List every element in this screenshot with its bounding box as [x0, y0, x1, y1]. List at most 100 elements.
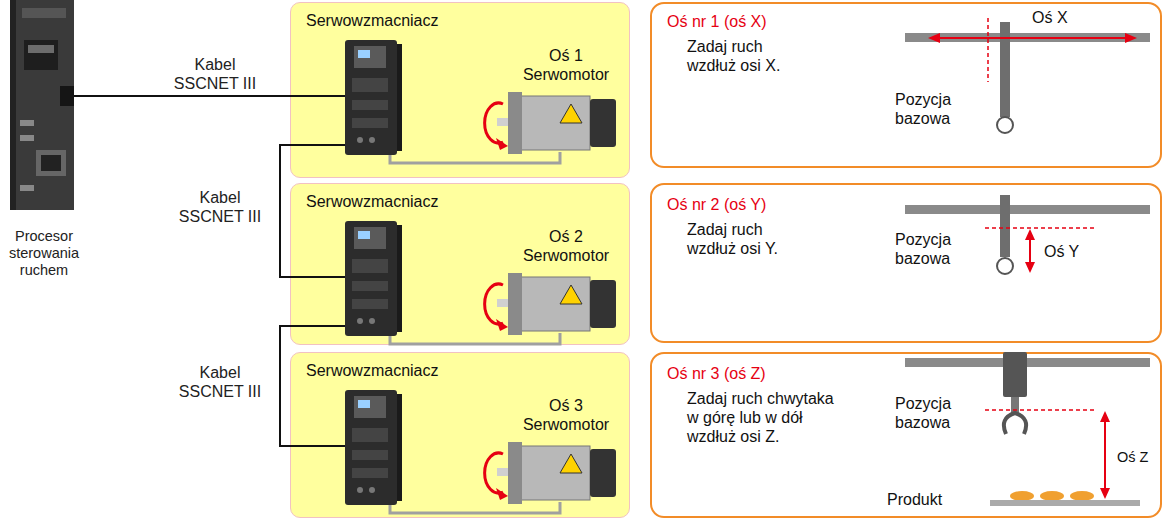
illustration-shape	[60, 86, 74, 106]
base-position-label-wrap: Pozycja bazowa	[895, 90, 980, 128]
product-label: Produkt	[887, 490, 977, 509]
illustration-shape	[935, 37, 1130, 39]
illustration-shape	[485, 273, 616, 335]
controller-label: Procesor sterowania ruchem	[0, 228, 88, 279]
axis-name-wrap: Oś Z	[1117, 449, 1162, 466]
illustration-shape	[1104, 418, 1106, 492]
illustration-shape	[985, 409, 1095, 411]
illustration-shape	[905, 205, 1150, 214]
illustration-shape	[997, 117, 1013, 133]
y-axis-sketch	[905, 195, 1150, 274]
axis-name-wrap: Oś X	[1032, 8, 1092, 27]
illustration-shape	[1011, 397, 1019, 413]
illustration-shape	[20, 120, 34, 126]
cable-label: Kabel SSCNET III	[165, 55, 265, 93]
illustration-shape	[1040, 491, 1064, 501]
cable-label-wrap: Kabel SSCNET III	[170, 363, 270, 401]
illustration-shape	[345, 221, 560, 344]
cable-label-wrap: Kabel SSCNET III	[165, 55, 265, 93]
illustration-shape	[1125, 33, 1137, 43]
controller-module	[10, 0, 88, 210]
x-axis-sketch	[905, 18, 1150, 133]
axis-task: Zadaj ruch chwytaka w górę lub w dół wzd…	[687, 389, 847, 446]
illustration-shape	[345, 390, 560, 513]
axis-heading-wrap: Oś nr 3 (oś Z)	[667, 364, 867, 383]
illustration-shape	[1100, 488, 1110, 499]
illustration-shape	[1029, 236, 1031, 266]
axis-panel: Oś nr 3 (oś Z) Zadaj ruch chwytaka w górę…	[650, 352, 1162, 518]
servo-set-2	[290, 221, 616, 344]
box-title-wrap: Serwowzmacniacz	[306, 192, 466, 211]
illustration-shape	[1100, 411, 1110, 422]
motor-label-wrap: Oś 3 Serwomotor	[516, 396, 616, 434]
illustration-shape	[1025, 262, 1035, 273]
illustration-shape	[990, 500, 1140, 506]
base-position-label: Pozycja bazowa	[895, 90, 980, 128]
illustration-shape	[28, 45, 54, 53]
box-title: Serwowzmacniacz	[306, 192, 466, 211]
z-axis-sketch	[905, 352, 1150, 506]
box-title-wrap: Serwowzmacniacz	[306, 361, 466, 380]
axis-heading-wrap: Oś nr 1 (oś X)	[667, 12, 867, 31]
controller-label-wrap: Procesor sterowania ruchem	[0, 228, 88, 279]
sscnet-cable	[280, 326, 290, 446]
axis-heading: Oś nr 1 (oś X)	[667, 12, 867, 31]
illustration-shape	[485, 92, 616, 154]
axis-name-wrap: Oś Y	[1044, 242, 1104, 261]
base-position-label-wrap: Pozycja bazowa	[895, 394, 980, 432]
base-position-label-wrap: Pozycja bazowa	[895, 230, 980, 268]
motor-label: Oś 2 Serwomotor	[516, 227, 616, 265]
cable-label: Kabel SSCNET III	[170, 188, 270, 226]
box-title: Serwowzmacniacz	[306, 361, 466, 380]
illustration-shape	[1070, 491, 1094, 501]
axis-panel: Oś nr 1 (oś X) Zadaj ruch wzdłuż osi X. Oś…	[650, 2, 1162, 168]
axis-name: Oś X	[1032, 8, 1092, 27]
illustration-shape	[41, 155, 61, 171]
axis-task-wrap: Zadaj ruch wzdłuż osi Y.	[687, 220, 812, 258]
motor-label-wrap: Oś 1 Serwomotor	[516, 46, 616, 84]
illustration-shape	[20, 135, 34, 141]
servo-box: Serwowzmacniacz Oś 3 Serwomotor	[290, 352, 630, 518]
illustration-shape	[1000, 22, 1010, 117]
axis-panel: Oś nr 2 (oś Y) Zadaj ruch wzdłuż osi Y. Po…	[650, 183, 1162, 343]
illustration-shape	[1000, 195, 1010, 257]
box-title-wrap: Serwowzmacniacz	[306, 11, 466, 30]
product-label-wrap: Produkt	[887, 490, 977, 509]
illustration-shape	[74, 95, 88, 97]
illustration-shape	[24, 40, 58, 70]
illustration-shape	[987, 18, 989, 82]
illustration-shape	[928, 33, 940, 43]
illustration-shape	[22, 8, 66, 18]
illustration-shape	[1010, 491, 1034, 501]
cable-label: Kabel SSCNET III	[170, 363, 270, 401]
servo-box: Serwowzmacniacz Oś 1 Serwomotor	[290, 2, 630, 178]
axis-name: Oś Y	[1044, 242, 1104, 261]
servo-set-3	[290, 390, 616, 513]
controller-node: Procesor sterowania ruchem	[0, 0, 88, 300]
base-position-label: Pozycja bazowa	[895, 230, 980, 268]
illustration-shape	[290, 95, 345, 97]
servo-box: Serwowzmacniacz Oś 2 Serwomotor	[290, 183, 630, 345]
axis-heading-wrap: Oś nr 2 (oś Y)	[667, 195, 867, 214]
axis-task-wrap: Zadaj ruch chwytaka w górę lub w dół wzd…	[687, 389, 847, 446]
axis-task-wrap: Zadaj ruch wzdłuż osi X.	[687, 37, 812, 75]
illustration-shape	[905, 358, 1150, 367]
illustration-shape	[345, 40, 560, 163]
servo-set-1	[290, 40, 616, 163]
motor-label: Oś 3 Serwomotor	[516, 396, 616, 434]
axis-task: Zadaj ruch wzdłuż osi X.	[687, 37, 812, 75]
axis-heading: Oś nr 3 (oś Z)	[667, 364, 867, 383]
cable-label-wrap: Kabel SSCNET III	[170, 188, 270, 226]
sscnet-cable	[280, 145, 290, 277]
illustration-shape	[290, 445, 345, 447]
motor-label: Oś 1 Serwomotor	[516, 46, 616, 84]
illustration-shape	[36, 150, 66, 176]
axis-task: Zadaj ruch wzdłuż osi Y.	[687, 220, 812, 258]
illustration-shape	[485, 442, 616, 504]
illustration-shape	[290, 276, 345, 278]
motor-label-wrap: Oś 2 Serwomotor	[516, 227, 616, 265]
axis-heading: Oś nr 2 (oś Y)	[667, 195, 867, 214]
illustration-shape	[290, 144, 345, 146]
axis-name: Oś Z	[1117, 449, 1162, 466]
